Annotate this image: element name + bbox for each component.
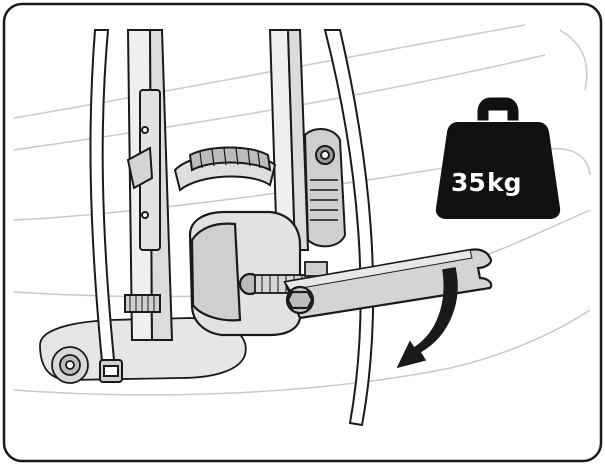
tow-bar-socket [39, 317, 247, 384]
left-strap [89, 29, 123, 383]
clamp-block [188, 210, 302, 337]
weight-icon: 35 kg [435, 97, 561, 219]
right-strap [323, 29, 375, 427]
light-clamp [303, 128, 347, 248]
left-frame [124, 29, 174, 341]
weight-value: 35 [451, 168, 486, 197]
curved-arrow-icon [396, 267, 458, 369]
wrench-icon [283, 248, 493, 320]
weight-unit: kg [487, 168, 522, 197]
clamp-handle [173, 146, 277, 192]
